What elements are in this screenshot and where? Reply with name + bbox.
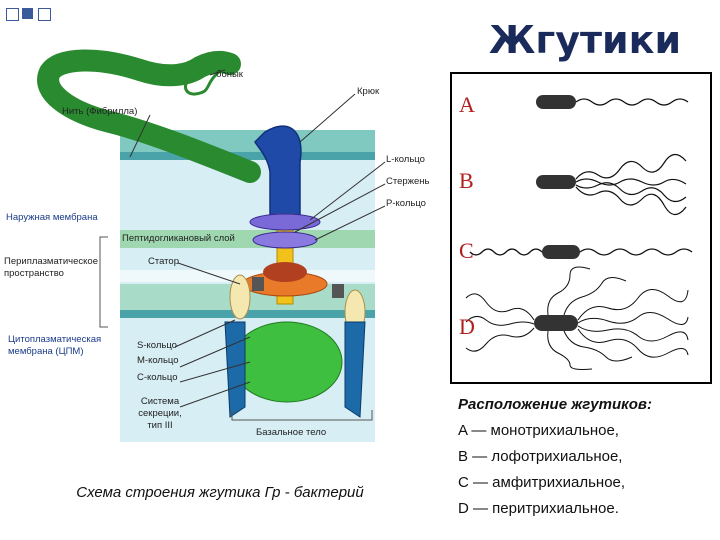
label-peptidoglycan: Пептидогликановый слой — [122, 233, 235, 244]
label-p-ring: P-кольцо — [386, 198, 426, 209]
legend-item-d: D — перитрихиальное. — [458, 500, 619, 517]
filament-tip — [183, 62, 231, 96]
stator-left — [229, 274, 251, 320]
label-cytoplasmic-membrane: Цитоплазматическая мембрана (ЦПМ) — [8, 334, 102, 357]
flagella-d — [465, 266, 689, 370]
label-m-ring: М-кольцо — [137, 355, 179, 366]
row-letter-d: D — [459, 314, 475, 339]
outer-membrane-edge — [120, 152, 375, 160]
label-filament: Нить (Фибрилла) — [62, 106, 138, 117]
label-hook-end: бонык — [216, 69, 243, 80]
left-caption: Схема строения жгутика Гр - бактерий — [76, 484, 364, 501]
decor-square-3 — [38, 8, 51, 21]
flagellum-structure-diagram: бонык Нить (Фибрилла) Крюк L-кольцо Стер… — [0, 22, 450, 484]
label-stator: Статор — [148, 256, 179, 267]
row-letter-b: B — [459, 168, 474, 193]
legend-item-c: C — амфитрихиальное, — [458, 474, 626, 491]
bacterium-b — [536, 175, 576, 189]
label-basal-body: Базальное тело — [256, 427, 327, 438]
label-c-ring: С-кольцо — [137, 372, 178, 383]
bacterium-d — [534, 315, 578, 331]
stator-unit-1 — [252, 277, 264, 291]
label-hook: Крюк — [357, 86, 380, 97]
slide-title: Жгутики — [488, 18, 682, 62]
basal-body-bracket — [231, 410, 373, 421]
row-letter-a: A — [459, 92, 475, 117]
flagellum-a — [575, 98, 689, 106]
filament — [37, 49, 261, 183]
legend-title: Расположение жгутиков: — [458, 396, 652, 413]
legend-item-a: A — монотрихиальное, — [458, 422, 619, 439]
secretion-right — [344, 321, 366, 418]
row-letter-c: C — [459, 238, 474, 263]
ms-ring-top — [263, 262, 307, 282]
flagellum-c-left — [469, 248, 543, 256]
label-shaft: Стержень — [386, 176, 430, 187]
flagellum-c-right — [579, 248, 693, 256]
arrangement-legend: Расположение жгутиков: A — монотрихиальн… — [458, 392, 652, 522]
stator-unit-2 — [332, 284, 344, 298]
label-s-ring: S-кольцо — [137, 340, 177, 351]
p-ring — [252, 231, 318, 249]
flagella-arrangement-panel: A B C D — [450, 72, 712, 384]
arrangement-illustration — [465, 95, 693, 370]
cytoplasmic-membrane-edge — [120, 310, 375, 318]
label-l-ring: L-кольцо — [386, 154, 425, 165]
l-ring — [249, 213, 321, 231]
flagella-b — [575, 153, 687, 216]
decor-square-2 — [22, 8, 33, 19]
label-periplasmic: Периплазматическое пространство — [4, 256, 98, 279]
decor-square-1 — [6, 8, 19, 21]
label-outer-membrane: Наружная мембрана — [6, 212, 98, 223]
bacterium-c — [542, 245, 580, 259]
legend-item-b: B — лофотрихиальное, — [458, 448, 623, 465]
label-secretion-system: Система секреции, тип III — [138, 396, 182, 431]
leader-lines — [129, 69, 386, 408]
periplasm-bracket — [99, 236, 108, 328]
bacterium-a — [536, 95, 576, 109]
flagellum-illustration — [37, 49, 386, 442]
